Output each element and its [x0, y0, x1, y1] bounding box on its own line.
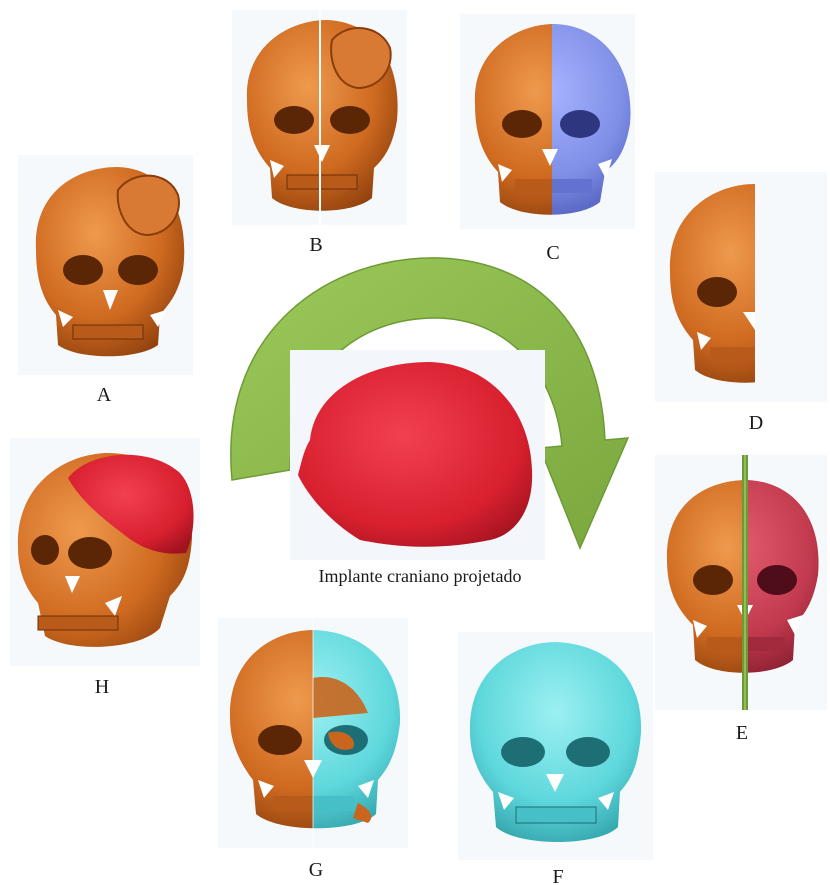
skull-overlay-plane-icon	[655, 455, 827, 710]
panel-e	[655, 455, 827, 710]
panel-a	[18, 155, 193, 375]
implant-caption: Implante craniano projetado	[270, 566, 570, 587]
label-f: F	[538, 866, 578, 885]
skull-orange-defect-icon	[18, 155, 193, 375]
label-g: G	[296, 859, 336, 881]
label-b: B	[296, 234, 336, 256]
panel-b	[232, 10, 407, 225]
skull-reconstruction-comparison-icon	[218, 618, 408, 848]
cranial-implant-icon	[290, 350, 545, 560]
panel-d	[655, 172, 827, 402]
panel-g	[218, 618, 408, 848]
skull-half-icon	[655, 172, 827, 402]
label-h: H	[82, 676, 122, 698]
skull-with-implant-icon	[10, 438, 200, 666]
panel-c	[460, 14, 635, 229]
skull-cyan-icon	[458, 632, 653, 860]
skull-mirrored-half-icon	[460, 14, 635, 229]
implant-panel	[290, 350, 545, 560]
label-d: D	[736, 412, 776, 434]
label-a: A	[84, 384, 124, 406]
panel-h	[10, 438, 200, 666]
panel-f	[458, 632, 653, 860]
label-e: E	[722, 722, 762, 744]
skull-midline-plane-icon	[232, 10, 407, 225]
label-c: C	[533, 242, 573, 264]
